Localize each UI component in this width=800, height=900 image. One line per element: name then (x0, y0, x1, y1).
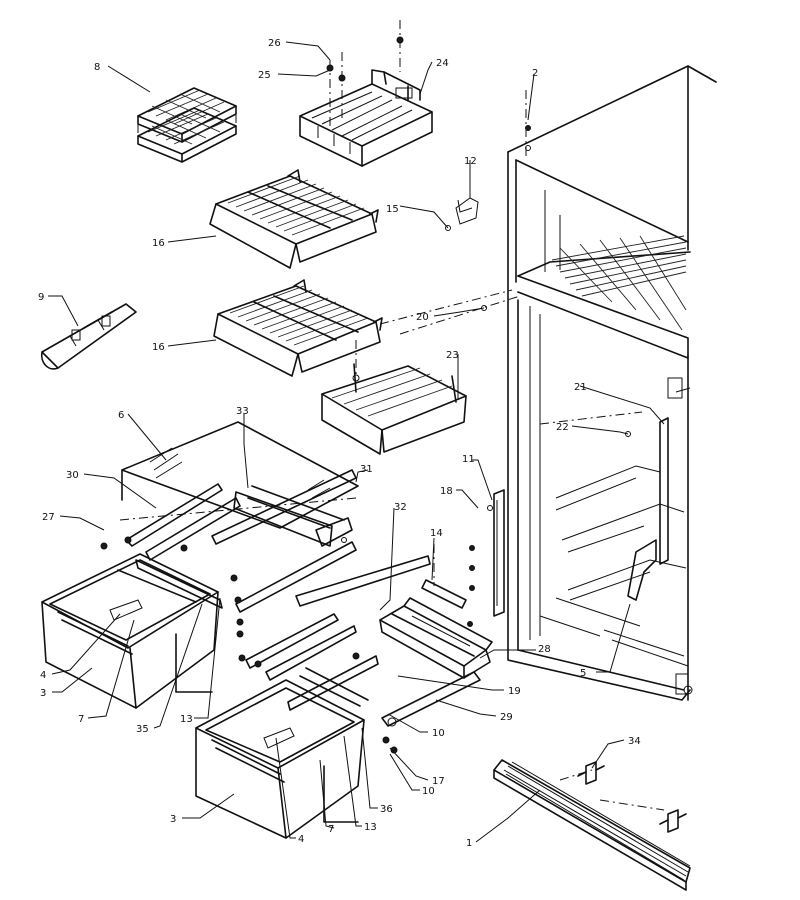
label-25: 25 (258, 70, 271, 81)
label-36: 36 (380, 804, 393, 815)
grille-clips (577, 761, 687, 833)
label-27: 27 (42, 512, 55, 523)
callout-labels: 8 26 25 24 2 12 15 16 9 16 20 23 21 22 6… (38, 38, 641, 849)
shelf-frame (119, 469, 357, 613)
label-3-right: 3 (170, 814, 176, 825)
label-9: 9 (38, 292, 44, 303)
wire-shelf-upper (209, 169, 379, 269)
label-6: 6 (118, 410, 124, 421)
label-29: 29 (500, 712, 513, 723)
label-22: 22 (556, 422, 569, 433)
ice-bin (299, 20, 433, 167)
label-10-upper: 10 (432, 728, 445, 739)
wire-shelf-lower (213, 279, 383, 377)
ice-trays (137, 87, 237, 163)
label-8: 8 (94, 62, 100, 73)
label-13-left: 13 (180, 714, 193, 725)
label-33: 33 (236, 406, 249, 417)
label-31: 31 (360, 464, 373, 475)
glass-shelf (121, 421, 359, 529)
label-7-right: 7 (328, 824, 334, 835)
crisper-drawer-right (195, 679, 365, 839)
label-20: 20 (416, 312, 429, 323)
label-17: 17 (432, 776, 445, 787)
label-16-lower: 16 (152, 342, 165, 353)
label-1: 1 (466, 838, 472, 849)
kickplate-grille (493, 759, 691, 891)
label-2: 2 (532, 68, 538, 79)
label-3-left: 3 (40, 688, 46, 699)
label-11: 11 (462, 454, 475, 465)
label-30: 30 (66, 470, 79, 481)
label-19: 19 (508, 686, 521, 697)
label-5: 5 (580, 668, 586, 679)
half-wire-shelf (321, 340, 467, 455)
label-28: 28 (538, 644, 551, 655)
crisper-cover (379, 597, 493, 679)
label-10-lower: 10 (422, 786, 435, 797)
rail-strip (421, 544, 467, 609)
label-34: 34 (628, 736, 641, 747)
label-35: 35 (136, 724, 149, 735)
label-23: 23 (446, 350, 459, 361)
label-26: 26 (268, 38, 281, 49)
label-12: 12 (464, 156, 477, 167)
label-24: 24 (436, 58, 449, 69)
label-4-right: 4 (298, 834, 304, 845)
drawer-slides (135, 555, 481, 727)
dairy-door (40, 303, 137, 370)
label-14: 14 (430, 528, 443, 539)
label-15: 15 (386, 204, 399, 215)
label-13-right: 13 (364, 822, 377, 833)
fasteners (100, 536, 475, 754)
label-4-left: 4 (40, 670, 46, 681)
label-18: 18 (440, 486, 453, 497)
rails-and-brackets (379, 90, 669, 617)
label-32: 32 (394, 502, 407, 513)
label-21: 21 (574, 382, 587, 393)
refrigerator-cabinet (507, 65, 717, 701)
crisper-drawer-left (41, 553, 219, 709)
label-16-upper: 16 (152, 238, 165, 249)
label-7-left: 7 (78, 714, 84, 725)
leader-lines (48, 41, 665, 843)
